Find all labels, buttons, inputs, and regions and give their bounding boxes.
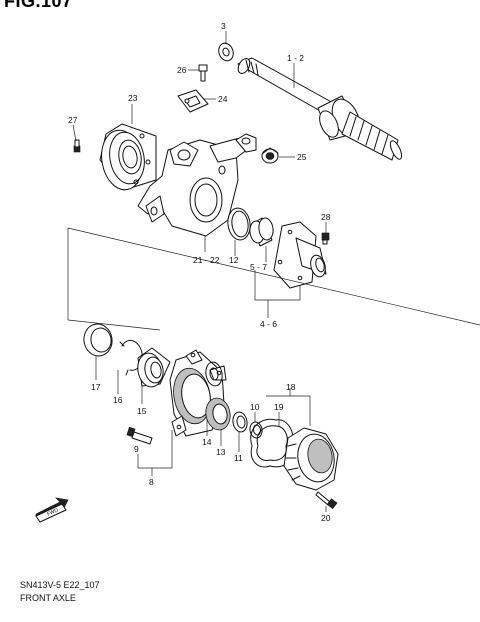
bushing[interactable]: [249, 217, 275, 247]
callout-15: 15: [137, 406, 147, 416]
circlip-16[interactable]: [119, 339, 143, 376]
callout-23: 23: [128, 93, 138, 103]
free-wheel-hub[interactable]: [169, 349, 227, 437]
group-bracket-4-6: [254, 270, 301, 318]
steering-knuckle[interactable]: [137, 133, 257, 237]
callout-28: 28: [321, 212, 331, 222]
callout-27: 27: [68, 115, 78, 125]
bolt-27[interactable]: [73, 139, 81, 153]
callout-12: 12: [229, 255, 239, 265]
callout-labels: 3 1 - 2 26 24 23 27 25 21 - 22 12 28 5 -…: [68, 21, 331, 523]
callout-26: 26: [177, 65, 187, 75]
callout-19: 19: [274, 402, 284, 412]
ring-13[interactable]: [203, 396, 232, 432]
group-bracket-18: [266, 392, 311, 426]
callout-5-7: 5 - 7: [250, 262, 267, 272]
callout-25: 25: [297, 152, 307, 162]
callout-11: 11: [234, 453, 243, 463]
callout-13: 13: [216, 447, 226, 457]
assembly-bracket-upper: [67, 227, 480, 331]
snap-ring-12[interactable]: [226, 207, 252, 242]
bolt-9[interactable]: [126, 426, 153, 445]
figure-name: FRONT AXLE: [20, 593, 76, 603]
figure-title: FIG.107: [4, 0, 73, 11]
bolt-26[interactable]: [198, 64, 208, 82]
callout-10: 10: [250, 402, 260, 412]
drive-shaft[interactable]: [236, 57, 404, 161]
sensor-bracket[interactable]: [177, 89, 209, 113]
callout-24: 24: [218, 94, 228, 104]
callout-17: 17: [91, 382, 101, 392]
bolt-20[interactable]: [315, 491, 338, 510]
hub-flange[interactable]: [97, 123, 157, 193]
washer[interactable]: [216, 41, 235, 63]
oil-seal[interactable]: [261, 147, 279, 164]
figure-code: SN413V-5 E22_107: [20, 580, 100, 590]
callout-14: 14: [202, 437, 212, 447]
callout-16: 16: [113, 395, 123, 405]
svg-text:FWD: FWD: [46, 507, 59, 517]
bolt-28[interactable]: [321, 232, 330, 245]
callout-9: 9: [134, 444, 139, 454]
callout-1-2: 1 - 2: [287, 53, 304, 63]
leader-lines: [72, 31, 327, 512]
group-bracket-8: [137, 430, 173, 476]
callout-18: 18: [286, 382, 296, 392]
wheel-bearing[interactable]: [135, 347, 171, 389]
callout-20: 20: [321, 513, 331, 523]
oil-seal-17[interactable]: [81, 322, 114, 358]
callout-21-22: 21 - 22: [193, 255, 220, 265]
ring-11[interactable]: [231, 411, 248, 433]
callout-3: 3: [221, 21, 226, 31]
front-direction-arrow-icon: FWD: [35, 497, 69, 523]
callout-4-6: 4 - 6: [260, 319, 277, 329]
hub-cap[interactable]: [283, 427, 339, 491]
spindle[interactable]: [273, 221, 328, 289]
callout-8: 8: [149, 477, 154, 487]
